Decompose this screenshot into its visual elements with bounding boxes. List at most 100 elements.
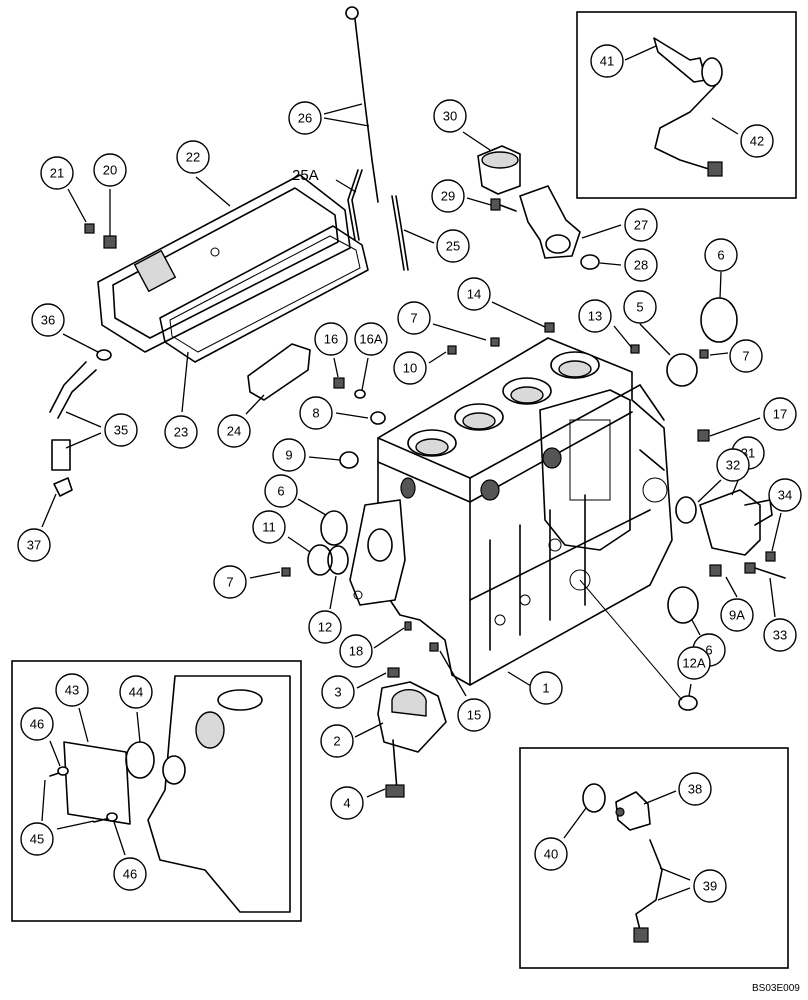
capscrew-4 — [385, 739, 405, 798]
plug-17 — [697, 429, 710, 442]
callout-circle — [119, 675, 153, 709]
callout-36: 36 — [31, 303, 65, 337]
callout-38: 38 — [678, 772, 712, 806]
callout-35: 35 — [104, 413, 138, 447]
block-heater-element-41 — [653, 37, 723, 87]
callout-21: 21 — [40, 156, 74, 190]
engine-block — [377, 337, 673, 686]
callout-label: 2 — [333, 734, 340, 749]
callout-circle — [314, 322, 348, 356]
callout-circle — [176, 140, 210, 174]
callout-44: 44 — [119, 675, 153, 709]
expansion-plug-6-top — [700, 297, 738, 343]
callout-label: 35 — [114, 423, 128, 438]
cover-plate-24 — [247, 343, 311, 401]
o-ring-16a — [354, 389, 366, 399]
coolant-heater-inset-frame — [519, 747, 789, 969]
callout-label: 46 — [123, 867, 137, 882]
callout-label: 17 — [773, 407, 787, 422]
rear-face — [349, 499, 406, 606]
callout-37: 37 — [17, 528, 51, 562]
callout-45: 45 — [20, 822, 54, 856]
callout-label: 33 — [773, 628, 787, 643]
callout-circle — [354, 322, 388, 356]
plug-9a — [709, 564, 722, 577]
expansion-plug-6-left — [320, 510, 348, 546]
plug-15 — [429, 642, 439, 652]
callout-circle — [164, 415, 198, 449]
block-heater-inset-frame — [576, 11, 797, 199]
callout-33: 33 — [763, 618, 797, 652]
dipstick-tube-25 — [391, 195, 409, 271]
callout-circle — [20, 707, 54, 741]
callout-6: 6 — [704, 238, 738, 272]
callout-label: 30 — [443, 109, 457, 124]
callout-29: 29 — [431, 179, 465, 213]
callout-label: 10 — [403, 361, 417, 376]
callout-circle — [217, 414, 251, 448]
callout-label: 39 — [703, 879, 717, 894]
callout-30: 30 — [433, 99, 467, 133]
callout-46: 46 — [20, 707, 54, 741]
callout-27: 27 — [624, 208, 658, 242]
callout-18: 18 — [339, 634, 373, 668]
callout-label: 44 — [129, 685, 143, 700]
callout-23: 23 — [164, 415, 198, 449]
callout-label: 45 — [30, 832, 44, 847]
callout-label: 9A — [729, 608, 745, 623]
callout-circle — [763, 397, 797, 431]
callout-circle — [431, 179, 465, 213]
callout-label: 26 — [298, 111, 312, 126]
callout-label: 43 — [65, 683, 79, 698]
callout-label: 9 — [285, 448, 292, 463]
callout-circle — [740, 124, 774, 158]
dowel-7-top — [490, 337, 500, 347]
plug-9 — [339, 451, 359, 469]
callout-1: 1 — [529, 671, 563, 705]
callout-32: 32 — [716, 448, 750, 482]
callout-10: 10 — [393, 351, 427, 385]
callout-8: 8 — [299, 396, 333, 430]
housing-31 — [699, 489, 773, 556]
callout-label: 15 — [467, 708, 481, 723]
callout-circle — [113, 857, 147, 891]
callout-46: 46 — [113, 857, 147, 891]
callout-label: 11 — [262, 520, 276, 535]
callout-42: 42 — [740, 124, 774, 158]
callout-circle — [436, 229, 470, 263]
callout-circle — [393, 351, 427, 385]
callout-9a: 9A — [720, 598, 754, 632]
dipstick — [345, 6, 379, 203]
callout-20: 20 — [93, 153, 127, 187]
callout-15: 15 — [457, 698, 491, 732]
callout-label: 37 — [27, 538, 41, 553]
bracket-37 — [53, 477, 73, 497]
callout-4: 4 — [330, 786, 364, 820]
callout-label: 14 — [467, 287, 481, 302]
callout-circle — [104, 413, 138, 447]
capscrew-29 — [490, 198, 517, 212]
callout-circle — [31, 303, 65, 337]
callout-circle — [213, 565, 247, 599]
callout-5: 5 — [623, 290, 657, 324]
callout-label: 25 — [446, 239, 460, 254]
callout-9: 9 — [272, 438, 306, 472]
callout-label: 4 — [343, 796, 350, 811]
callout-label: 6 — [277, 484, 284, 499]
callout-circle — [321, 675, 355, 709]
plug-12a-link — [579, 579, 683, 701]
callout-label: 29 — [441, 189, 455, 204]
callout-2: 2 — [320, 724, 354, 758]
callout-label: 12 — [318, 620, 332, 635]
dipstick-tube-25a — [347, 169, 363, 241]
callout-circle — [677, 646, 711, 680]
callout-circle — [534, 837, 568, 871]
plug-14 — [544, 322, 555, 333]
callout-circle — [678, 772, 712, 806]
pin-18 — [404, 621, 412, 631]
main-bearing-cap — [377, 681, 447, 753]
callout-circle — [397, 301, 431, 335]
cover-plate-43 — [63, 741, 131, 825]
callout-label: 23 — [174, 425, 188, 440]
callout-label: 7 — [410, 311, 417, 326]
